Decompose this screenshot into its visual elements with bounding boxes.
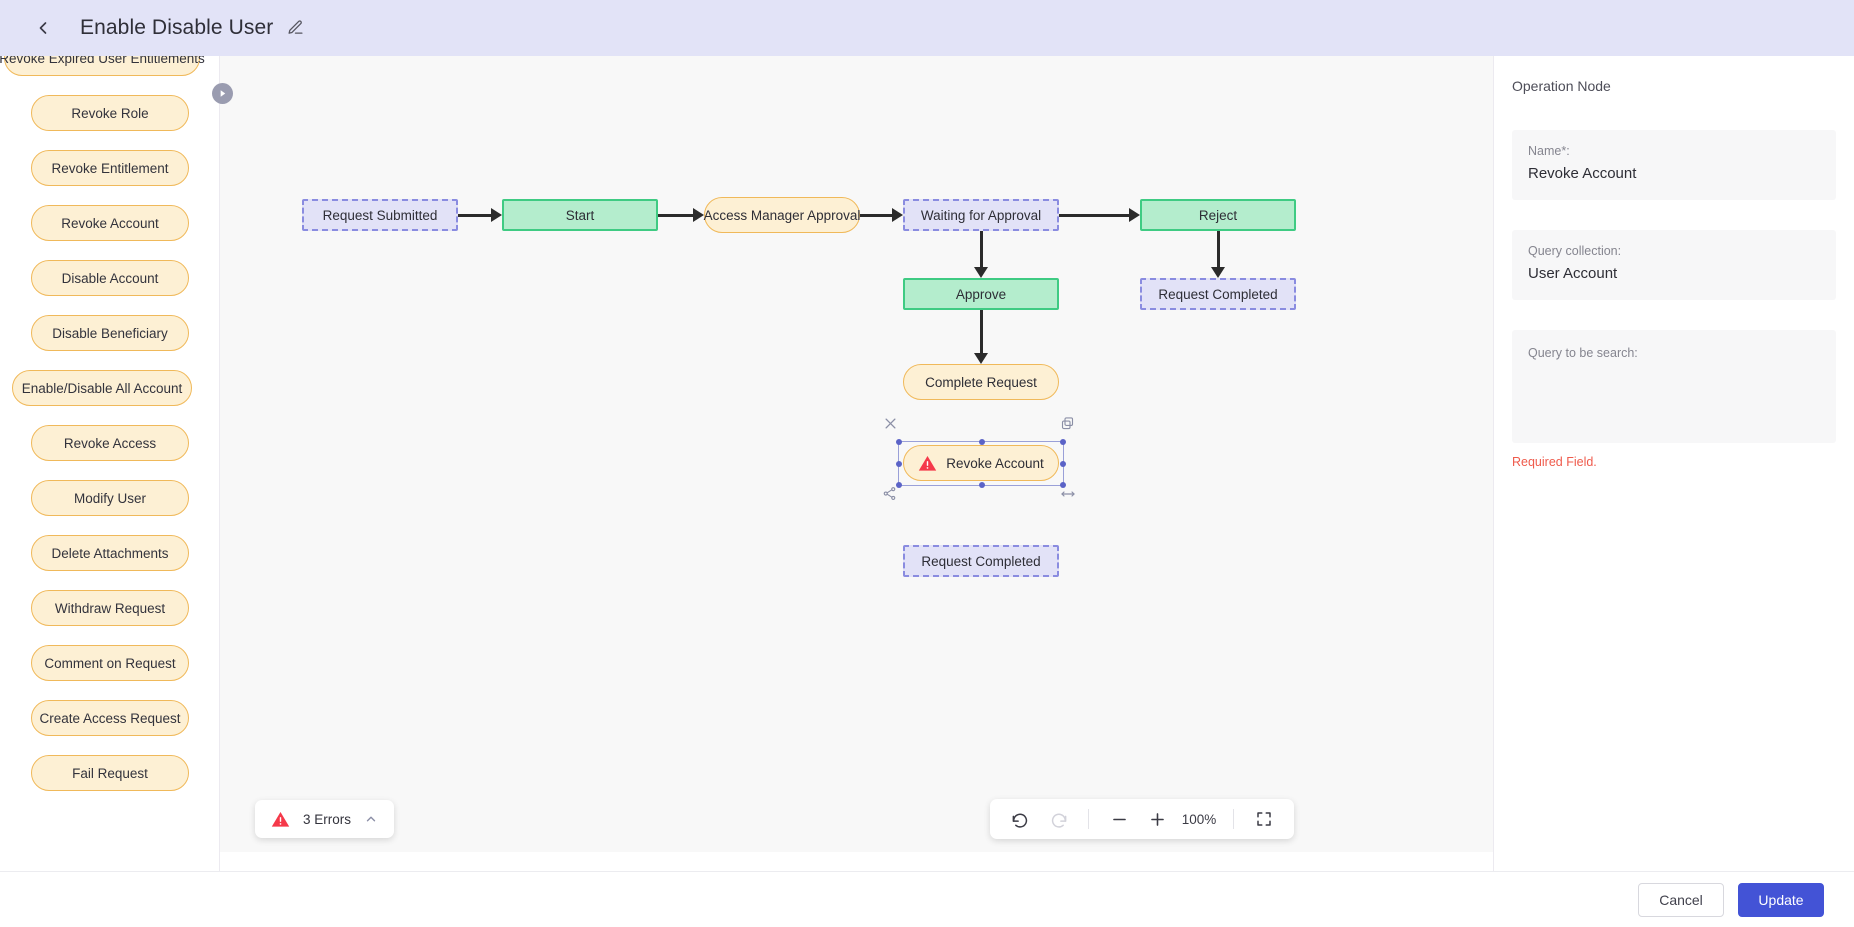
update-button[interactable]: Update: [1738, 882, 1824, 917]
field-name-value: Revoke Account: [1528, 165, 1637, 182]
field-name[interactable]: Name*: Revoke Account: [1512, 130, 1836, 200]
palette-item[interactable]: Withdraw Request: [31, 590, 189, 626]
pencil-icon[interactable]: [287, 19, 305, 37]
palette-item[interactable]: Enable/Disable All Account: [12, 370, 192, 406]
field-query-collection-value: User Account: [1528, 265, 1618, 282]
undo-icon: [1012, 813, 1027, 828]
arrowhead: [1211, 267, 1225, 278]
field-query-collection[interactable]: Query collection: User Account: [1512, 230, 1836, 300]
errors-label: 3 Errors: [303, 811, 352, 827]
share-node-icon[interactable]: [882, 486, 897, 501]
redo-icon: [1051, 813, 1066, 828]
properties-panel: Operation Node Name*: Revoke Account Que…: [1493, 56, 1854, 871]
palette-item[interactable]: Modify User: [31, 480, 189, 516]
back-button[interactable]: [30, 15, 56, 41]
toolbar-divider: [1088, 809, 1089, 829]
fit-screen-button[interactable]: [1248, 803, 1280, 835]
chevron-left-icon: [39, 22, 47, 34]
errors-badge[interactable]: 3 Errors: [255, 800, 395, 838]
edge-waiting-approve: [980, 231, 983, 267]
edge-submitted-start: [458, 214, 491, 217]
node-revoke-account-selected[interactable]: Revoke Account: [903, 445, 1059, 481]
palette-item[interactable]: Revoke Access: [31, 425, 189, 461]
top-bar: Enable Disable User: [0, 0, 1854, 56]
node-request-submitted[interactable]: Request Submitted: [302, 199, 458, 231]
palette-item[interactable]: Disable Beneficiary: [31, 315, 189, 351]
palette-item[interactable]: Disable Account: [31, 260, 189, 296]
arrowhead: [974, 353, 988, 364]
edge-reject-completed: [1217, 231, 1220, 267]
warning-triangle-icon: [919, 455, 937, 471]
minus-icon: [1112, 818, 1126, 820]
palette-item[interactable]: Create Access Request: [31, 700, 189, 736]
resize-node-icon[interactable]: [1060, 486, 1076, 502]
node-approve[interactable]: Approve: [903, 278, 1059, 310]
field-query-to-be-search-label: Query to be search:: [1528, 346, 1638, 360]
flow-canvas[interactable]: Request Submitted Start Access Manager App…: [220, 56, 1493, 852]
redo-button[interactable]: [1042, 803, 1074, 835]
palette-item[interactable]: Revoke Expired User Entitlements: [0, 56, 205, 76]
zoom-toolbar: 100%: [990, 799, 1294, 839]
node-label: Revoke Account: [946, 455, 1044, 471]
palette-item[interactable]: Comment on Request: [31, 645, 189, 681]
node-start[interactable]: Start: [502, 199, 658, 231]
toolbar-divider: [1233, 809, 1234, 829]
plus-icon: [1150, 812, 1164, 826]
arrowhead: [892, 208, 903, 222]
field-query-collection-label: Query collection:: [1528, 244, 1622, 258]
arrowhead: [1129, 208, 1140, 222]
copy-node-icon[interactable]: [1060, 416, 1075, 431]
edge-start-approval: [658, 214, 693, 217]
palette-item[interactable]: Revoke Account: [31, 205, 189, 241]
delete-node-icon[interactable]: [883, 416, 898, 431]
footer-bar: Cancel Update: [0, 871, 1854, 927]
node-complete-request[interactable]: Complete Request: [903, 364, 1059, 400]
node-request-completed-2[interactable]: Request Completed: [903, 545, 1059, 577]
warning-triangle-icon: [271, 811, 290, 827]
page-title: Enable Disable User: [80, 16, 274, 39]
chevron-up-icon[interactable]: [364, 812, 378, 826]
fit-screen-icon: [1257, 812, 1271, 826]
field-name-label: Name*:: [1528, 144, 1570, 158]
edge-approve-complete: [980, 310, 983, 353]
chevron-right-icon: [220, 90, 226, 97]
zoom-out-button[interactable]: [1103, 803, 1135, 835]
field-query-to-be-search[interactable]: Query to be search:: [1512, 330, 1836, 443]
arrowhead: [491, 208, 502, 222]
palette-item[interactable]: Fail Request: [31, 755, 189, 791]
palette-item[interactable]: Revoke Entitlement: [31, 150, 189, 186]
undo-button[interactable]: [1004, 803, 1036, 835]
palette-item[interactable]: Delete Attachments: [31, 535, 189, 571]
node-waiting-for-approval[interactable]: Waiting for Approval: [903, 199, 1059, 231]
node-request-completed-1[interactable]: Request Completed: [1140, 278, 1296, 310]
edge-approval-waiting: [860, 214, 892, 217]
required-field-error: Required Field.: [1512, 455, 1597, 469]
zoom-in-button[interactable]: [1141, 803, 1173, 835]
palette-toggle-button[interactable]: [212, 83, 233, 104]
edge-waiting-reject: [1059, 214, 1129, 217]
palette-item[interactable]: Revoke Role: [31, 95, 189, 131]
zoom-level-label: 100%: [1181, 811, 1217, 827]
cancel-button[interactable]: Cancel: [1638, 882, 1724, 917]
node-access-manager-approval[interactable]: Access Manager Approval: [704, 197, 860, 233]
panel-title: Operation Node: [1512, 78, 1611, 94]
arrowhead: [974, 267, 988, 278]
arrowhead: [693, 208, 704, 222]
node-reject[interactable]: Reject: [1140, 199, 1296, 231]
